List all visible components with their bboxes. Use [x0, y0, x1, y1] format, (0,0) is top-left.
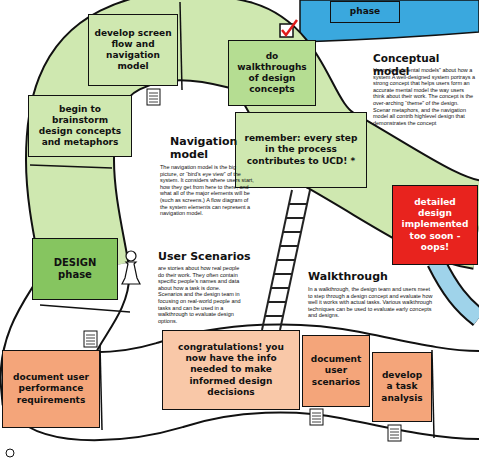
section-body: Users form “mental models” about how a s… [373, 67, 477, 126]
section-body: are stories about how real people do the… [158, 265, 246, 324]
document-line [390, 429, 399, 430]
game-pawn [122, 251, 140, 284]
penalty-square: detailed design implemented too soon - o… [392, 185, 478, 265]
section-heading: Walkthrough [308, 270, 428, 283]
square-text: do walkthroughs of design concepts [234, 51, 310, 96]
square-text: document user scenarios [308, 354, 364, 388]
ladder-rung [289, 203, 307, 205]
board-square: do walkthroughs of design concepts [228, 40, 316, 106]
document-line [86, 338, 95, 339]
document-line [312, 413, 321, 414]
section-heading: User Scenarios [158, 250, 258, 263]
ladder-rung [268, 301, 286, 303]
phase-square: DESIGN phase [32, 238, 118, 300]
square-text: DESIGN phase [38, 257, 112, 282]
ladder-rung [283, 231, 301, 233]
document-line [149, 102, 158, 103]
board-square: remember: every step in the process cont… [235, 112, 367, 188]
section-body: The navigation model is the big picture,… [160, 164, 255, 217]
section-heading: Conceptual model [373, 52, 477, 77]
document-line [149, 96, 158, 97]
document-icon [84, 89, 401, 441]
board-square: document user performance requirements [2, 350, 100, 428]
square-text: develop a task analysis [378, 370, 426, 404]
board-square: develop screen flow and navigation model [88, 14, 178, 86]
ladder-rung [271, 287, 289, 289]
document-line [312, 422, 321, 423]
square-text: develop screen flow and navigation model [94, 28, 172, 73]
document-line [86, 335, 95, 336]
document-line [390, 435, 399, 436]
board-square: phase [330, 1, 400, 22]
square-text: detailed design implemented too soon - o… [398, 197, 472, 253]
ladder-rung [265, 315, 283, 317]
board-square: document user scenarios [302, 335, 370, 407]
document-line [149, 99, 158, 100]
board-square: develop a task analysis [372, 352, 432, 422]
check-box [280, 20, 297, 37]
document-line [390, 438, 399, 439]
document-line [149, 93, 158, 94]
ladder-rung [274, 273, 292, 275]
document-line [390, 432, 399, 433]
square-text: congratulations! you now have the info n… [168, 342, 294, 398]
square-text: phase [350, 6, 380, 17]
section-body: In a walkthrough, the design team and us… [308, 286, 433, 319]
ladder-rung [277, 259, 295, 261]
document-line [312, 419, 321, 420]
document-line [312, 416, 321, 417]
section-heading: Navigation model [170, 135, 255, 161]
ladder-rung [286, 217, 304, 219]
document-line [86, 344, 95, 345]
square-text: document user performance requirements [8, 372, 94, 406]
document-line [86, 341, 95, 342]
board-square: congratulations! you now have the info n… [162, 330, 300, 410]
square-text: begin to brainstorm design concepts and … [34, 104, 126, 149]
board-square: begin to brainstorm design concepts and … [28, 95, 132, 157]
ladder-rung [280, 245, 298, 247]
square-text: remember: every step in the process cont… [241, 133, 361, 167]
